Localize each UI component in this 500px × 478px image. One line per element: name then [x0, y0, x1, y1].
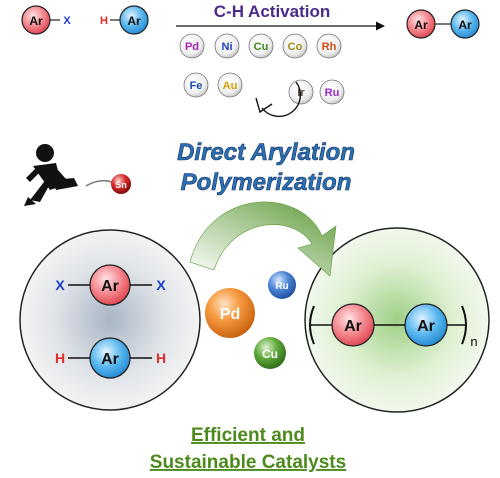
- tin-ball: [111, 174, 131, 194]
- halogen-x: X: [156, 277, 166, 293]
- ar-label: Ar: [101, 351, 119, 368]
- product-ar-blue: [450, 9, 480, 39]
- ar-ring-blue: [119, 5, 149, 35]
- metal-symbol-fe: Fe: [190, 80, 203, 92]
- catalyst-balls: Pd Ru Cu: [205, 271, 296, 369]
- cu-ball: [254, 337, 286, 369]
- headline: Direct Arylation Polymerization: [177, 139, 355, 197]
- tin-label: Sn: [115, 180, 127, 190]
- kicking-person-icon: [24, 144, 78, 206]
- hydrogen-h: H: [55, 350, 65, 366]
- metal-bubble-ir: [288, 79, 314, 105]
- reaction-arrow-label: C-H Activation: [214, 2, 331, 21]
- metal-symbol-rh: Rh: [322, 41, 337, 53]
- headline-line-2: Polymerization: [181, 169, 352, 196]
- halogen-x: X: [63, 15, 71, 27]
- metal-symbol-ru: Ru: [325, 87, 340, 99]
- monomer-sphere: [19, 229, 201, 411]
- ar-label: Ar: [458, 18, 472, 32]
- metal-symbol-ir: Ir: [297, 87, 305, 99]
- metal-symbol-au: Au: [223, 80, 238, 92]
- metal-symbol-pd: Pd: [185, 41, 199, 53]
- metal-bubble-co: [282, 33, 308, 59]
- metal-bubble-pd: [179, 33, 205, 59]
- transform-arrow: [189, 201, 337, 277]
- ar-label: Ar: [127, 14, 141, 28]
- hydrogen-h: H: [156, 350, 166, 366]
- headline-line-1: Direct Arylation: [177, 139, 355, 166]
- ru-label: Ru: [275, 281, 288, 292]
- ar-label: Ar: [29, 14, 43, 28]
- ar-label: Ar: [101, 278, 119, 295]
- metal-symbol-cu: Cu: [254, 41, 269, 53]
- dihydro-monomer: H Ar H: [55, 337, 166, 379]
- metal-symbol-ni: Ni: [222, 41, 233, 53]
- hydrogen-h: H: [100, 15, 108, 27]
- polymer-sphere: [304, 227, 490, 413]
- metal-bubble-cu: [248, 33, 274, 59]
- metal-bubble-ni: [214, 33, 240, 59]
- cu-label: Cu: [262, 347, 278, 361]
- footer-title: Efficient and Sustainable Catalysts: [150, 425, 346, 473]
- ar-label: Ar: [414, 18, 428, 32]
- ar-label: Ar: [417, 318, 435, 335]
- metal-symbol-co: Co: [288, 41, 303, 53]
- reaction-scheme: Ar X H Ar C-H Activation Ar Ar: [21, 2, 480, 39]
- metal-bubble-au: [217, 72, 243, 98]
- halogen-x: X: [55, 277, 65, 293]
- metal-bubble-ru: [319, 79, 345, 105]
- polymer-structure: Ar Ar n: [309, 303, 478, 349]
- metal-bubble-fe: [183, 72, 209, 98]
- pd-label: Pd: [220, 306, 240, 323]
- repeat-unit-subscript: n: [470, 334, 477, 349]
- footer-line-2: Sustainable Catalysts: [150, 452, 346, 473]
- ar-label: Ar: [344, 318, 362, 335]
- pd-ball: [205, 288, 255, 338]
- metal-bubble-rh: [316, 33, 342, 59]
- kick-motion-line: [85, 179, 113, 187]
- dihalide-monomer: X Ar X: [55, 264, 166, 306]
- curved-arrow-icon: [255, 81, 302, 118]
- ru-ball: [268, 271, 296, 299]
- footer-line-1: Efficient and: [191, 425, 305, 446]
